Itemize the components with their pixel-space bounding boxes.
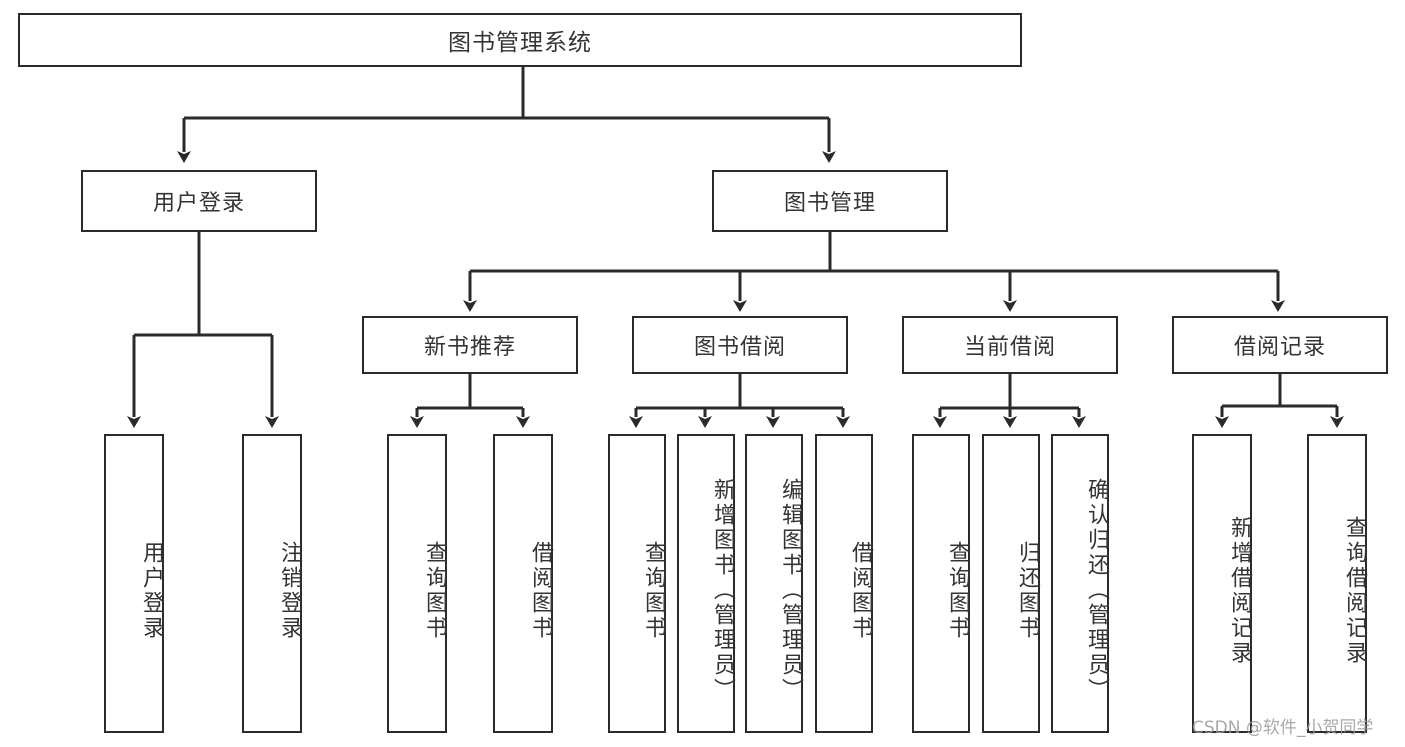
leaf-return-book-label: 归还图书 bbox=[1015, 540, 1040, 641]
leaf-confirm-return-label: 确认归还（管理员） bbox=[1084, 478, 1109, 703]
node-root-label: 图书管理系统 bbox=[448, 30, 592, 56]
leaf-query-book-borrow[interactable]: 查询图书 bbox=[608, 434, 666, 733]
leaf-logout-login[interactable]: 注销登录 bbox=[242, 434, 302, 733]
leaf-query-borrow-record[interactable]: 查询借阅记录 bbox=[1307, 434, 1367, 733]
node-book-borrow-label: 图书借阅 bbox=[693, 335, 786, 360]
leaf-query-book-borrow-label: 查询图书 bbox=[641, 540, 666, 641]
leaf-add-borrow-record-label: 新增借阅记录 bbox=[1227, 515, 1252, 666]
node-user-login[interactable]: 用户登录 bbox=[81, 170, 317, 232]
leaf-add-book-label: 新增图书（管理员） bbox=[710, 478, 735, 703]
node-borrow-record-label: 借阅记录 bbox=[1233, 335, 1326, 360]
leaf-logout-login-label: 注销登录 bbox=[277, 540, 302, 641]
leaf-edit-book[interactable]: 编辑图书（管理员） bbox=[745, 434, 803, 733]
node-current-borrow[interactable]: 当前借阅 bbox=[902, 316, 1118, 374]
node-borrow-record[interactable]: 借阅记录 bbox=[1172, 316, 1388, 374]
leaf-borrow-book-recommend[interactable]: 借阅图书 bbox=[493, 434, 553, 733]
leaf-user-login-label: 用户登录 bbox=[139, 540, 164, 641]
leaf-user-login[interactable]: 用户登录 bbox=[104, 434, 164, 733]
leaf-borrow-book[interactable]: 借阅图书 bbox=[815, 434, 873, 733]
leaf-edit-book-label: 编辑图书（管理员） bbox=[778, 478, 803, 703]
node-user-login-label: 用户登录 bbox=[152, 191, 245, 216]
node-book-management-label: 图书管理 bbox=[783, 191, 876, 216]
watermark-text: CSDN @软件_小贺同学 bbox=[1192, 718, 1374, 738]
node-current-borrow-label: 当前借阅 bbox=[963, 335, 1056, 360]
node-new-book-recommend[interactable]: 新书推荐 bbox=[362, 316, 578, 374]
node-new-book-recommend-label: 新书推荐 bbox=[423, 335, 516, 360]
leaf-add-book[interactable]: 新增图书（管理员） bbox=[677, 434, 735, 733]
leaf-query-book-current[interactable]: 查询图书 bbox=[912, 434, 970, 733]
leaf-query-borrow-record-label: 查询借阅记录 bbox=[1342, 515, 1367, 666]
node-book-management[interactable]: 图书管理 bbox=[712, 170, 948, 232]
leaf-borrow-book-recommend-label: 借阅图书 bbox=[528, 540, 553, 641]
leaf-query-book-recommend-label: 查询图书 bbox=[422, 540, 447, 641]
leaf-query-book-recommend[interactable]: 查询图书 bbox=[387, 434, 447, 733]
node-root[interactable]: 图书管理系统 bbox=[18, 13, 1022, 67]
node-book-borrow[interactable]: 图书借阅 bbox=[632, 316, 848, 374]
leaf-query-book-current-label: 查询图书 bbox=[945, 540, 970, 641]
leaf-confirm-return[interactable]: 确认归还（管理员） bbox=[1051, 434, 1109, 733]
leaf-return-book[interactable]: 归还图书 bbox=[982, 434, 1040, 733]
leaf-add-borrow-record[interactable]: 新增借阅记录 bbox=[1192, 434, 1252, 733]
leaf-borrow-book-label: 借阅图书 bbox=[848, 540, 873, 641]
